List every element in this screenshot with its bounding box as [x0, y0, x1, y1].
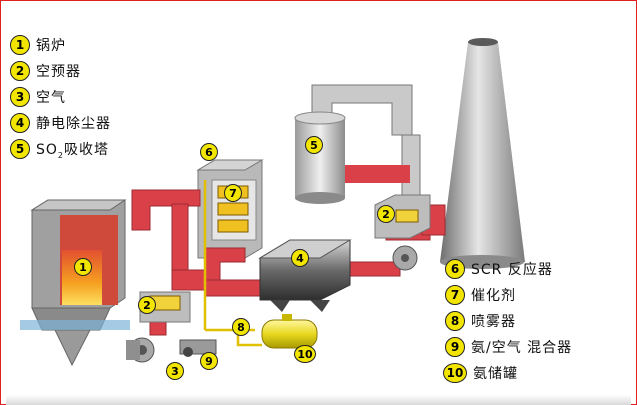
legend-label: 空气: [36, 90, 66, 106]
marker-sprayer: 8: [232, 318, 250, 336]
number-badge: 3: [10, 87, 30, 107]
electrostatic-precipitator: [258, 239, 352, 312]
legend-label: 氨储罐: [473, 366, 518, 382]
legend-label: SCR 反应器: [471, 262, 553, 278]
legend-item-boiler: 1 锅炉: [10, 34, 66, 56]
number-badge: 2: [10, 61, 30, 81]
boiler: [20, 199, 130, 367]
legend-label: 催化剂: [471, 288, 516, 304]
ammonia-mixer: [179, 339, 217, 357]
legend-item-sprayer: 8 喷雾器: [445, 310, 516, 332]
legend-item-scr-reactor: 6 SCR 反应器: [445, 258, 553, 280]
ammonia-tank: [261, 314, 318, 349]
legend-label: 喷雾器: [471, 314, 516, 330]
number-badge: 8: [445, 311, 465, 331]
legend-label: 空预器: [36, 64, 81, 80]
air-fan: [126, 337, 155, 363]
legend-item-air: 3 空气: [10, 86, 66, 108]
number-badge: 6: [445, 259, 465, 279]
number-badge: 4: [10, 113, 30, 133]
legend-item-esp: 4 静电除尘器: [10, 112, 111, 134]
legend-label: SO2吸收塔: [36, 141, 109, 160]
legend-item-ammonia-mixer: 9 氨/空气 混合器: [445, 336, 572, 358]
number-badge: 9: [445, 337, 465, 357]
legend-item-air-preheater: 2 空预器: [10, 60, 81, 82]
legend-label: 氨/空气 混合器: [471, 340, 573, 356]
chimney-stack: [440, 38, 525, 269]
induced-draft-fan: [392, 245, 418, 271]
so2-absorber: [294, 111, 346, 204]
marker-mixer: 9: [200, 352, 218, 370]
legend-label: 锅炉: [36, 38, 66, 54]
number-badge: 10: [443, 363, 467, 383]
legend-item-so2-absorber: 5 SO2吸收塔: [10, 138, 109, 160]
marker-catalyst: 7: [224, 184, 242, 202]
marker-air: 3: [166, 362, 184, 380]
legend-label: 静电除尘器: [36, 116, 111, 132]
bottom-shadow: [6, 395, 631, 405]
number-badge: 7: [445, 285, 465, 305]
marker-esp: 4: [291, 249, 309, 267]
number-badge: 5: [10, 139, 30, 159]
marker-preheater-left: 2: [138, 296, 156, 314]
marker-preheater-right: 2: [377, 205, 395, 223]
legend-item-catalyst: 7 催化剂: [445, 284, 516, 306]
marker-boiler: 1: [74, 258, 92, 276]
marker-absorber: 5: [305, 136, 323, 154]
marker-scr: 6: [200, 143, 218, 161]
number-badge: 1: [10, 35, 30, 55]
marker-tank: 10: [294, 345, 316, 363]
legend-item-ammonia-tank: 10 氨储罐: [443, 362, 518, 384]
